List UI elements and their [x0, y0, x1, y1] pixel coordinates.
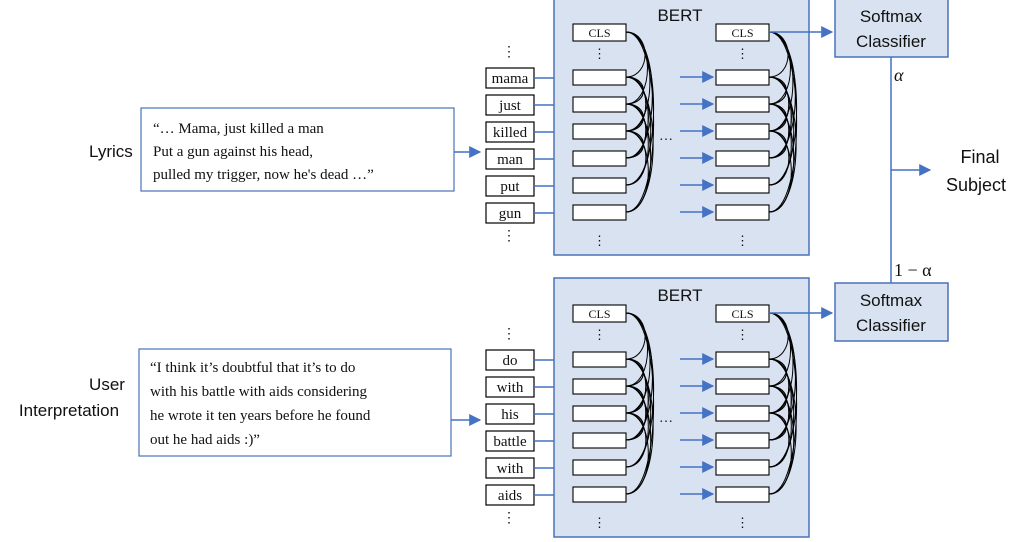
bert-top-layer1-hidden-state	[572, 150, 627, 167]
interpretation-quote-box	[138, 348, 452, 457]
bert-top-layer1-attention-curve	[625, 31, 655, 213]
softmax-classifier-bottom-line2: Classifier	[856, 316, 926, 335]
softmax-classifier-top-line1: Softmax	[860, 7, 923, 26]
bert-top-layer2-attention-curve	[768, 103, 795, 213]
bert-top-layer2-hidden-state	[715, 123, 770, 140]
bert-top-layer1-hidden-state	[572, 177, 627, 194]
combination: Final Subject	[890, 57, 1006, 283]
bert-top-layer2-attention-curve	[768, 31, 798, 213]
bert-bottom-layer2-hidden-state	[715, 432, 770, 449]
bert-bottom-layer2-attention-curve	[768, 385, 795, 495]
bert-bottom-layer2-hidden-state	[715, 351, 770, 368]
bert-bottom-layer1-hidden-state	[572, 351, 627, 368]
bert-bottom-layer2-hidden-state	[715, 405, 770, 422]
bert-top-layer2-hidden-state	[715, 150, 770, 167]
interpretation-quote-line-2: with his battle with aids considering	[150, 384, 368, 400]
bert-top-layer2-hidden-state	[715, 96, 770, 113]
bert-top-layer1-cls-label: CLS	[588, 26, 610, 40]
one-minus-alpha-weight-label: 1 − α	[894, 260, 932, 280]
lyrics-token-text: put	[500, 179, 520, 195]
bert-bottom-layer2-hidden-state	[715, 459, 770, 476]
bert-bottom-layer2-attention-curve	[768, 312, 798, 495]
interpretation-token-text: with	[497, 461, 524, 477]
lyrics-quote-box	[140, 107, 455, 192]
bert-top-layer-gap-ellipsis: …	[659, 129, 673, 144]
final-subject-line1: Final	[960, 147, 999, 167]
interpretation-token-text: his	[501, 407, 519, 423]
bert-bottom-layer1-hidden-state	[572, 486, 627, 503]
interpretation-label-line1: User	[89, 375, 125, 394]
interpretation-tokens-top-ellipsis: ⋮	[502, 327, 516, 342]
lyrics-token-text: man	[497, 152, 523, 168]
interpretation-quote-line-4: out he had aids :)”	[150, 432, 260, 448]
lyrics-quote-line-1: “… Mama, just killed a man	[153, 121, 324, 137]
bert-bottom-layer1-hidden-state	[572, 405, 627, 422]
bert-top-layer1-attention-curve	[625, 130, 649, 213]
bert-top-layer1-hidden-state	[572, 96, 627, 113]
interpretation-quote-line-1: “I think it’s doubtful that it’s to do	[150, 360, 355, 376]
bert-layers-bottom: CLS ⋮ ⋮ CLS ⋮ ⋮ …	[572, 304, 834, 530]
interpretation-token-text: battle	[493, 434, 527, 450]
bert-bottom-layer2-attention-curve	[768, 412, 792, 495]
lyrics-quote-line-3: pulled my trigger, now he's dead …”	[153, 167, 374, 183]
bert-bottom-layer2-hidden-state	[715, 378, 770, 395]
bert-bottom-layer1-top-ellipsis: ⋮	[593, 327, 606, 342]
bert-bottom-layer2-cls-label: CLS	[731, 307, 753, 321]
interpretation-token-text: aids	[498, 488, 522, 504]
lyrics-token-text: mama	[492, 71, 529, 87]
bert-bottom-layer1-attention-curve	[625, 412, 649, 495]
bert-top-layer2-hidden-state	[715, 177, 770, 194]
bert-bottom-layer1-attention-curve	[625, 385, 652, 495]
lyrics-tokens-top-ellipsis: ⋮	[502, 45, 516, 60]
bert-top-layer2-cls-label: CLS	[731, 26, 753, 40]
softmax-classifier-bottom-line1: Softmax	[860, 291, 923, 310]
bert-top-layer2-attention-curve	[768, 130, 792, 213]
final-subject-line2: Subject	[946, 175, 1006, 195]
bert-bottom-layer2-top-ellipsis: ⋮	[736, 327, 749, 342]
bert-bottom-layer1-bottom-ellipsis: ⋮	[593, 515, 606, 530]
bert-bottom-layer1-hidden-state	[572, 432, 627, 449]
lyrics-tokens-bottom-ellipsis: ⋮	[502, 229, 516, 244]
bert-bottom-layer2-hidden-state	[715, 486, 770, 503]
interpretation-label-line2: Interpretation	[19, 401, 119, 420]
bert-top-layer1-top-ellipsis: ⋮	[593, 46, 606, 61]
bert-title-top: BERT	[657, 6, 702, 25]
interpretation-branch: User Interpretation “I think it’s doubtf…	[19, 260, 949, 538]
interpretation-token-text: with	[497, 380, 524, 396]
lyrics-token-text: killed	[493, 125, 528, 141]
lyrics-branch: Lyrics “… Mama, just killed a man Put a …	[89, 0, 949, 256]
interpretation-token-column: do with his battle with aids	[485, 349, 572, 506]
interpretation-tokens-bottom-ellipsis: ⋮	[502, 511, 516, 526]
bert-top-layer1-bottom-ellipsis: ⋮	[593, 233, 606, 248]
bert-top-layer1-hidden-state	[572, 204, 627, 221]
bert-top-layer1-hidden-state	[572, 69, 627, 86]
bert-bottom-layer2-bottom-ellipsis: ⋮	[736, 515, 749, 530]
interpretation-quote-line-3: he wrote it ten years before he found	[150, 408, 371, 424]
interpretation-token-text: do	[503, 353, 518, 369]
bert-title-bottom: BERT	[657, 286, 702, 305]
bert-top-layer2-top-ellipsis: ⋮	[736, 46, 749, 61]
bert-bottom-layer1-hidden-state	[572, 459, 627, 476]
bert-top-layer1-hidden-state	[572, 123, 627, 140]
bert-bottom-layer1-hidden-state	[572, 378, 627, 395]
bert-top-layer2-hidden-state	[715, 69, 770, 86]
bert-bottom-layer1-cls-label: CLS	[588, 307, 610, 321]
bert-layers-top: CLS ⋮ ⋮ CLS ⋮ ⋮ …	[572, 23, 834, 248]
bert-top-layer2-bottom-ellipsis: ⋮	[736, 233, 749, 248]
bert-top-layer1-attention-curve	[625, 103, 652, 213]
lyrics-token-text: just	[498, 98, 522, 114]
bert-bottom-layer1-attention-curve	[625, 312, 655, 495]
lyrics-token-text: gun	[499, 206, 522, 222]
softmax-classifier-top	[834, 0, 949, 58]
bert-bottom-layer-gap-ellipsis: …	[659, 411, 673, 426]
lyrics-label: Lyrics	[89, 142, 133, 161]
alpha-weight-label: α	[894, 65, 904, 85]
bert-top-layer2-hidden-state	[715, 204, 770, 221]
softmax-classifier-top-line2: Classifier	[856, 32, 926, 51]
lyrics-quote-line-2: Put a gun against his head,	[153, 144, 313, 160]
lyrics-token-column: mama just killed man put gun	[485, 67, 572, 224]
